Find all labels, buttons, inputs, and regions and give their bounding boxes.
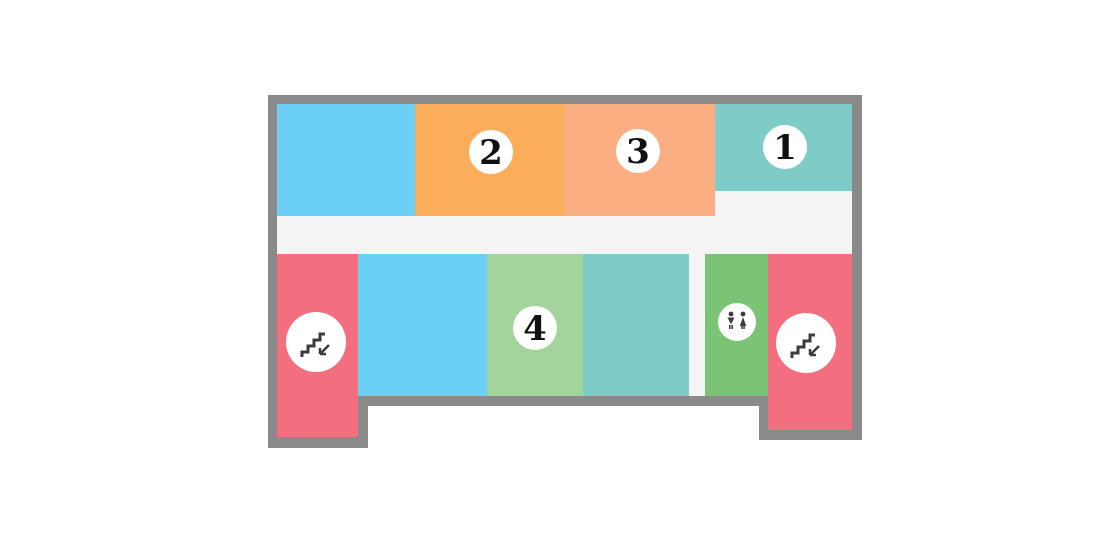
stairs-down-icon <box>300 332 330 357</box>
room-blue-bottom[interactable] <box>358 254 487 396</box>
room-label-4: 4 <box>523 309 547 349</box>
room-blue-top[interactable] <box>277 104 415 216</box>
stairs-right-badge <box>776 313 836 373</box>
room-label-1: 1 <box>773 128 797 168</box>
restroom-badge <box>718 303 756 341</box>
restroom-icon <box>727 311 747 329</box>
room-badge-2: 2 <box>469 130 513 174</box>
room-badge-3: 3 <box>616 129 660 173</box>
room-badge-1: 1 <box>763 125 807 169</box>
stairs-down-icon <box>790 333 820 358</box>
room-badge-4: 4 <box>513 306 557 350</box>
room-label-3: 3 <box>626 132 650 172</box>
room-label-2: 2 <box>479 133 503 173</box>
stairs-left-badge <box>286 312 346 372</box>
room-teal-bottom[interactable] <box>583 254 689 396</box>
